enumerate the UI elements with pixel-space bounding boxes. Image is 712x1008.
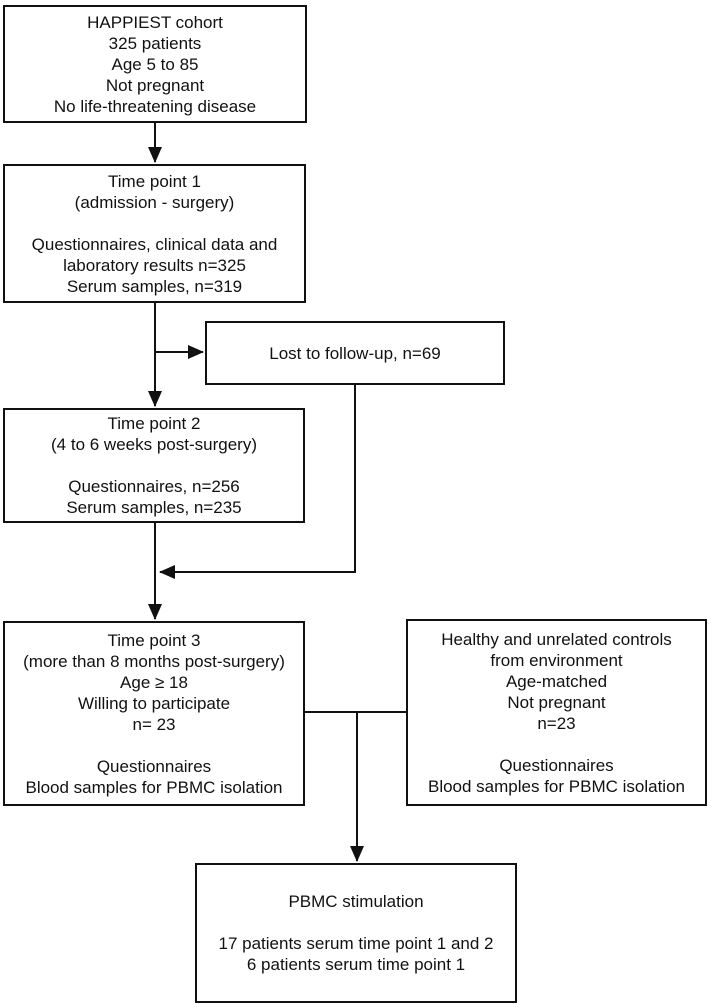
text-line: (more than 8 months post-surgery) [23,651,285,671]
text-line: Blood samples for PBMC isolation [427,776,685,796]
box-lost-to-followup: Lost to follow-up, n=69 [205,321,505,385]
text-line: Willing to participate [77,693,231,713]
text-line: Age 5 to 85 [111,54,199,74]
text-line: (4 to 6 weeks post-surgery) [51,435,257,454]
box-healthy-controls: Healthy and unrelated controls from envi… [406,619,707,806]
text-line: Questionnaires [499,755,614,775]
text-line: 6 patients serum time point 1 [246,955,466,974]
text-line: Serum samples, n=319 [66,276,243,296]
text-line: Not pregnant [105,75,205,95]
text-line: Serum samples, n=235 [66,498,242,517]
text-line [9,213,300,234]
text-line: 17 patients serum time point 1 and 2 [218,934,494,953]
text-line [201,912,511,933]
text-line: from environment [490,650,623,670]
text-line: Time point 2 [107,414,201,433]
text-line [9,735,299,756]
text-line: HAPPIEST cohort [87,12,223,32]
text-line: n= 23 [132,714,176,734]
box-happiest-cohort: HAPPIEST cohort 325 patients Age 5 to 85… [3,5,307,123]
text-line: Age-matched [505,671,608,691]
text-line [412,734,701,755]
box-timepoint-2: Time point 2 (4 to 6 weeks post-surgery)… [3,408,305,523]
text-line: Time point 1 [108,171,201,191]
text-line: PBMC stimulation [288,892,424,911]
text-line: Not pregnant [507,692,606,712]
text-line: Lost to follow-up, n=69 [269,343,441,363]
text-line: Time point 3 [107,630,201,650]
text-line: (admission - surgery) [74,192,235,212]
box-timepoint-1: Time point 1 (admission - surgery) Quest… [3,164,306,303]
text-line: 325 patients [108,33,202,53]
text-line: n=23 [537,713,576,733]
box-timepoint-3: Time point 3 (more than 8 months post-su… [3,621,305,806]
box-pbmc-stimulation: PBMC stimulation 17 patients serum time … [195,863,517,1003]
text-line: Questionnaires [96,756,212,776]
text-line: No life-threatening disease [53,96,257,116]
text-line: Age ≥ 18 [120,672,188,692]
text-line: Questionnaires, clinical data and [31,234,278,254]
text-line: laboratory results n=325 [63,255,246,275]
text-line: Questionnaires, n=256 [68,477,240,496]
text-line: Blood samples for PBMC isolation [25,777,283,797]
text-line [9,455,299,476]
text-line: Healthy and unrelated controls [441,629,672,649]
